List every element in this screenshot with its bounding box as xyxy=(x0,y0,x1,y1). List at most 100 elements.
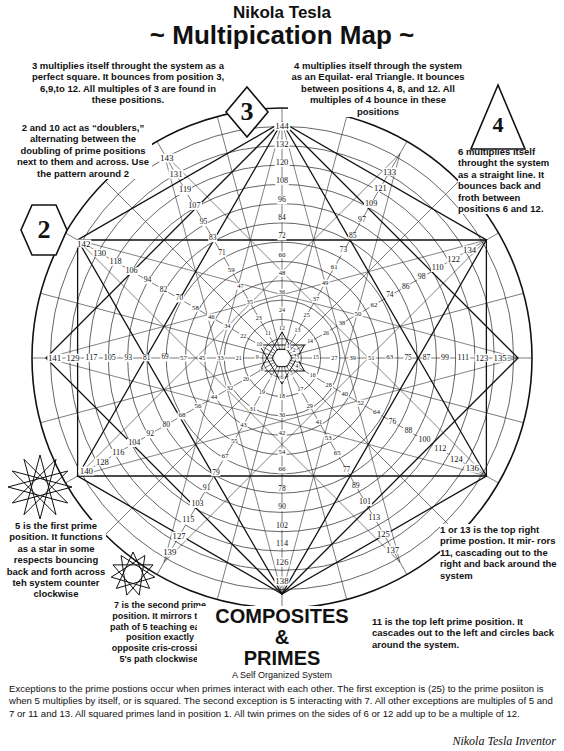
spoke-line xyxy=(289,233,499,354)
position-number: 32 xyxy=(226,385,234,391)
position-number: 94 xyxy=(143,276,153,284)
position-number: 55 xyxy=(230,437,239,444)
inner-hexagon xyxy=(272,349,292,366)
position-number: 54 xyxy=(278,448,287,455)
position-number: 67 xyxy=(221,453,230,460)
position-number: 52 xyxy=(356,400,365,407)
position-number: 134 xyxy=(462,245,477,254)
position-number: 107 xyxy=(187,202,201,210)
position-number: 28 xyxy=(325,382,333,388)
hexagon-shape xyxy=(78,122,487,594)
section-heading: COMPOSITES & PRIMES xyxy=(197,606,367,669)
position-number: 38 xyxy=(338,320,346,326)
spoke-line xyxy=(284,117,347,351)
position-number: 105 xyxy=(103,354,117,362)
inner-triangle xyxy=(259,345,304,384)
position-number: 53 xyxy=(324,435,333,442)
position-number: 76 xyxy=(388,418,397,425)
position-number: 129 xyxy=(66,354,81,363)
spoke-line xyxy=(217,366,280,600)
position-number: 122 xyxy=(446,255,461,263)
spoke-line xyxy=(286,365,407,575)
position-number: 85 xyxy=(348,232,358,240)
position-number: 82 xyxy=(159,286,168,294)
position-number: 64 xyxy=(372,409,381,416)
note-text: 3 multiplies itself throught the system … xyxy=(30,60,226,106)
position-number: 39 xyxy=(349,355,357,361)
position-number: 111 xyxy=(457,354,471,362)
position-number: 110 xyxy=(431,264,445,272)
position-number: 16 xyxy=(309,373,317,379)
position-number: 72 xyxy=(277,233,286,240)
position-number: 101 xyxy=(358,498,372,506)
position-number: 91 xyxy=(202,485,212,493)
position-number: 73 xyxy=(339,248,348,255)
diamond-node: 3 xyxy=(225,86,269,138)
position-number: 139 xyxy=(162,548,177,557)
position-number: 17 xyxy=(297,387,305,393)
position-number: 6 xyxy=(280,375,285,381)
position-number: 23 xyxy=(255,315,263,321)
position-number: 34 xyxy=(223,323,231,329)
position-number: 47 xyxy=(236,283,245,290)
position-number: 8 xyxy=(259,367,264,373)
spoke-line xyxy=(289,362,499,483)
position-number: 56 xyxy=(194,403,203,410)
position-number: 144 xyxy=(274,122,290,131)
position-number: 135 xyxy=(493,354,508,363)
position-number: 88 xyxy=(404,427,414,435)
spoke-line xyxy=(157,141,278,351)
page-title: ~ Multipication Map ~ xyxy=(62,21,502,50)
signature-text: Nikola Tesla Inventor xyxy=(440,734,556,748)
position-number: 89 xyxy=(351,482,361,490)
note-text: 6 multiplies itself throught the system … xyxy=(458,146,558,214)
position-number: 113 xyxy=(367,514,381,522)
position-number: 60 xyxy=(278,251,287,258)
position-number: 50 xyxy=(354,311,363,318)
position-number: 102 xyxy=(275,522,289,530)
position-number: 27 xyxy=(330,355,338,361)
position-number: 5 xyxy=(289,371,294,377)
position-number: 46 xyxy=(207,314,216,321)
position-number: 131 xyxy=(168,170,183,179)
spoke-line xyxy=(217,117,280,351)
position-number: 77 xyxy=(342,466,351,473)
position-number: 29 xyxy=(306,403,314,409)
position-number: 45 xyxy=(198,355,207,362)
note-text: 5 is the first prime position. It functi… xyxy=(6,520,106,600)
position-number: 125 xyxy=(376,529,391,538)
subtitle-text: A Self Organized System xyxy=(217,670,347,681)
node-shape xyxy=(21,205,67,255)
position-number: 13 xyxy=(294,328,302,334)
spoke-line xyxy=(288,181,459,352)
position-number: 65 xyxy=(333,450,342,457)
position-number: 36 xyxy=(278,289,286,295)
position-number: 115 xyxy=(181,516,195,524)
spoke-line xyxy=(288,364,459,535)
note-text: 11 is the top left prime position. It ca… xyxy=(372,616,558,650)
position-number: 103 xyxy=(190,500,204,508)
position-number: 97 xyxy=(357,216,367,224)
shape-number: 3 xyxy=(241,99,254,125)
position-number: 120 xyxy=(275,159,290,167)
position-number: 30 xyxy=(278,412,286,418)
position-number: 10 xyxy=(255,342,263,348)
star-seven-figure xyxy=(111,552,155,595)
node-shape xyxy=(226,87,268,137)
position-number: 106 xyxy=(125,267,139,275)
position-number: 75 xyxy=(403,354,412,361)
position-number: 127 xyxy=(172,532,187,541)
position-number: 70 xyxy=(175,295,184,302)
position-number: 35 xyxy=(245,299,253,305)
position-number: 142 xyxy=(76,239,91,248)
position-number: 93 xyxy=(123,354,133,362)
position-number: 7 xyxy=(269,374,274,380)
spoke-line xyxy=(41,293,275,356)
position-number: 81 xyxy=(142,354,151,361)
position-number: 133 xyxy=(382,167,397,176)
position-number: 74 xyxy=(385,292,394,299)
position-number: 37 xyxy=(312,296,320,302)
position-number: 20 xyxy=(242,376,250,382)
position-number: 136 xyxy=(465,463,480,472)
position-number: 66 xyxy=(277,467,286,474)
